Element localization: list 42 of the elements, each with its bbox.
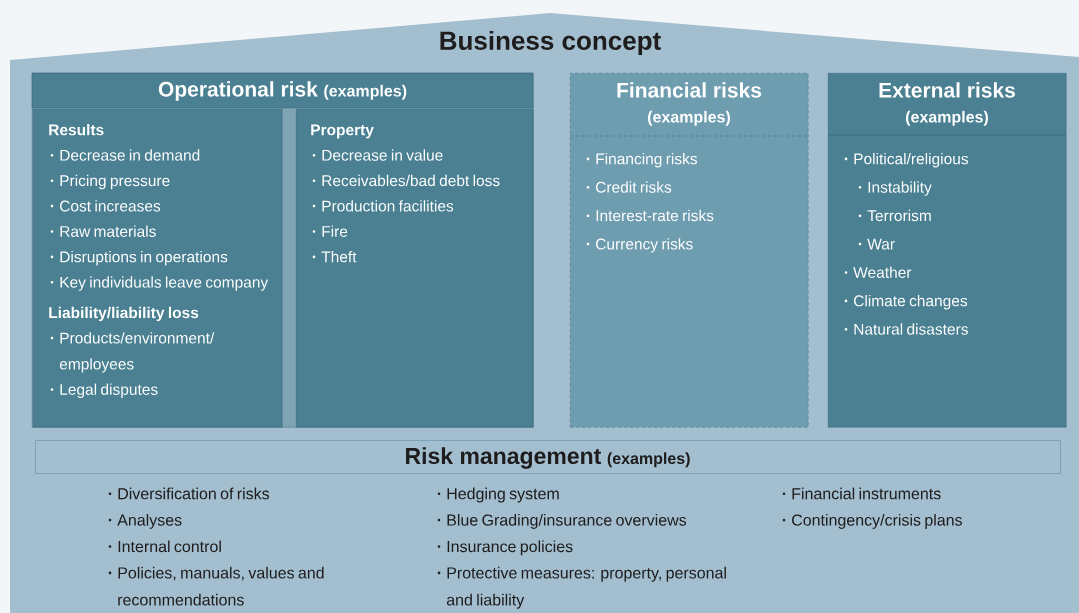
list-item: Financing risks xyxy=(586,152,697,168)
panel-heading: Operational risk (examples) xyxy=(158,81,407,101)
list-item: Policies, manuals, values and recommendations xyxy=(108,566,324,606)
node-label: Business concept xyxy=(440,30,661,56)
list-item: Climate changes xyxy=(844,294,968,310)
list-item: War xyxy=(858,238,895,250)
list-item: Protective measures: property, personal and liability xyxy=(437,566,726,609)
list-item: Key individuals leave company xyxy=(50,276,269,291)
list-item: Currency risks xyxy=(586,238,693,253)
list-item: Receivables/bad debt loss xyxy=(312,174,500,187)
list-item: Contingency/crisis plans xyxy=(782,514,962,529)
list-item: Legal disputes xyxy=(50,383,158,398)
list-item: Pricing pressure xyxy=(50,174,170,190)
list-item: Raw materials xyxy=(50,225,156,237)
list-item: Natural disasters xyxy=(844,323,968,335)
list-item: Instability xyxy=(858,181,932,196)
list-item: Theft xyxy=(312,250,357,263)
panel-heading: Financial risks (examples) xyxy=(617,82,762,126)
list-heading: Liability/liability loss xyxy=(49,306,199,322)
list-item: Decrease in demand xyxy=(50,149,200,161)
list-item: Insurance policies xyxy=(437,540,573,556)
list-item: Weather xyxy=(844,266,912,278)
list-item: Internal control xyxy=(108,540,221,553)
list-item: Disruptions in operations xyxy=(50,250,228,266)
list-item: Products/environment/ employees xyxy=(50,332,215,373)
list-item: Decrease in value xyxy=(312,149,443,161)
list-item: Cost increases xyxy=(50,200,161,212)
list-item: Blue Grading/insurance overviews xyxy=(437,514,687,529)
list-item: Political/religious xyxy=(844,152,969,168)
list-item: Financial instruments xyxy=(782,487,941,500)
list-heading: Property xyxy=(311,124,374,139)
list-item: Fire xyxy=(312,225,348,237)
panel-heading: Risk management (examples) xyxy=(406,447,690,469)
list-item: Production facilities xyxy=(312,200,454,212)
list-item: Hedging system xyxy=(437,487,559,503)
list-heading: Results xyxy=(49,123,104,136)
list-item: Credit risks xyxy=(586,181,672,193)
list-item: Terrorism xyxy=(858,209,931,222)
list-item: Diversification of risks xyxy=(108,487,270,500)
panel-heading: External risks (examples) xyxy=(879,82,1015,126)
list-item: Analyses xyxy=(108,514,182,529)
list-item: Interest-rate risks xyxy=(586,209,714,222)
